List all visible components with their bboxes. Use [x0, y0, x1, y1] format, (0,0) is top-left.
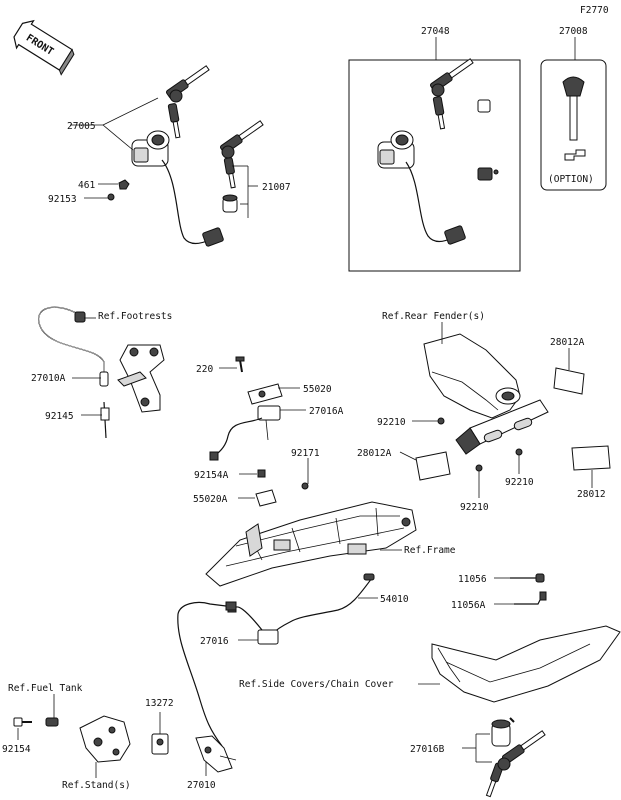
nut-92171 — [301, 482, 309, 490]
bolt-92154a — [257, 469, 266, 478]
switch-27010-assembly — [151, 601, 237, 773]
bracket-55020a — [255, 489, 277, 507]
label-220: 220 — [196, 364, 213, 375]
side-cover — [431, 625, 621, 703]
front-arrow-icon: FRONT — [13, 19, 75, 76]
ref-side-covers: Ref.Side Covers/Chain Cover — [239, 679, 394, 690]
option-key-box-27008 — [540, 59, 607, 191]
label-11056a: 11056A — [451, 600, 486, 611]
label-27005: 27005 — [67, 121, 96, 132]
label-55020: 55020 — [303, 384, 332, 395]
ref-stands: Ref.Stand(s) — [62, 780, 131, 791]
seat-lock-27016b — [485, 717, 546, 798]
label-28012a-top: 28012A — [550, 337, 585, 348]
label-54010: 54010 — [380, 594, 409, 605]
option-label: (OPTION) — [548, 174, 594, 185]
label-27016b: 27016B — [410, 744, 445, 755]
ref-fuel-tank: Ref.Fuel Tank — [8, 683, 83, 694]
label-27016: 27016 — [200, 636, 229, 647]
label-28012a-left: 28012A — [357, 448, 392, 459]
label-92210-mid: 92210 — [460, 502, 489, 513]
label-27010: 27010 — [187, 780, 216, 791]
label-92154: 92154 — [2, 744, 31, 755]
reflector-28012a-left — [415, 451, 451, 481]
footrest-bracket — [117, 344, 165, 413]
label-27048: 27048 — [421, 26, 450, 37]
ref-frame: Ref.Frame — [404, 545, 456, 556]
label-11056: 11056 — [458, 574, 487, 585]
rear-fender-assembly — [423, 333, 549, 472]
clamps-11056 — [510, 573, 547, 605]
relay-bracket-parts — [209, 356, 283, 461]
label-92210-left: 92210 — [377, 417, 406, 428]
label-92210-right: 92210 — [505, 477, 534, 488]
ignition-switch-27048 — [377, 58, 499, 245]
reflector-28012 — [571, 445, 611, 471]
label-28012: 28012 — [577, 489, 606, 500]
label-13272: 13272 — [145, 698, 174, 709]
key-27008-icon — [562, 76, 586, 161]
label-92154a: 92154A — [194, 470, 229, 481]
label-21007: 21007 — [262, 182, 291, 193]
label-27016a: 27016A — [309, 406, 344, 417]
label-55020a: 55020A — [193, 494, 228, 505]
seat-lock-cable-54010 — [271, 573, 375, 635]
ignition-switch-27005 — [107, 65, 224, 247]
figure-code: F2770 — [580, 5, 609, 16]
label-27008: 27008 — [559, 26, 588, 37]
label-92145: 92145 — [45, 411, 74, 422]
stand-bracket — [13, 715, 131, 763]
label-92171: 92171 — [291, 448, 320, 459]
label-461: 461 — [78, 180, 95, 191]
assembly-box-27048 — [348, 59, 521, 272]
side-stand-switch-27010a — [38, 306, 110, 439]
ref-footrests: Ref.Footrests — [98, 311, 172, 322]
label-92153: 92153 — [48, 194, 77, 205]
rear-frame — [205, 501, 417, 587]
label-27010a: 27010A — [31, 373, 66, 384]
key-set-21007 — [219, 120, 264, 213]
ref-rear-fender: Ref.Rear Fender(s) — [382, 311, 485, 322]
reflector-28012a-top — [553, 367, 585, 395]
